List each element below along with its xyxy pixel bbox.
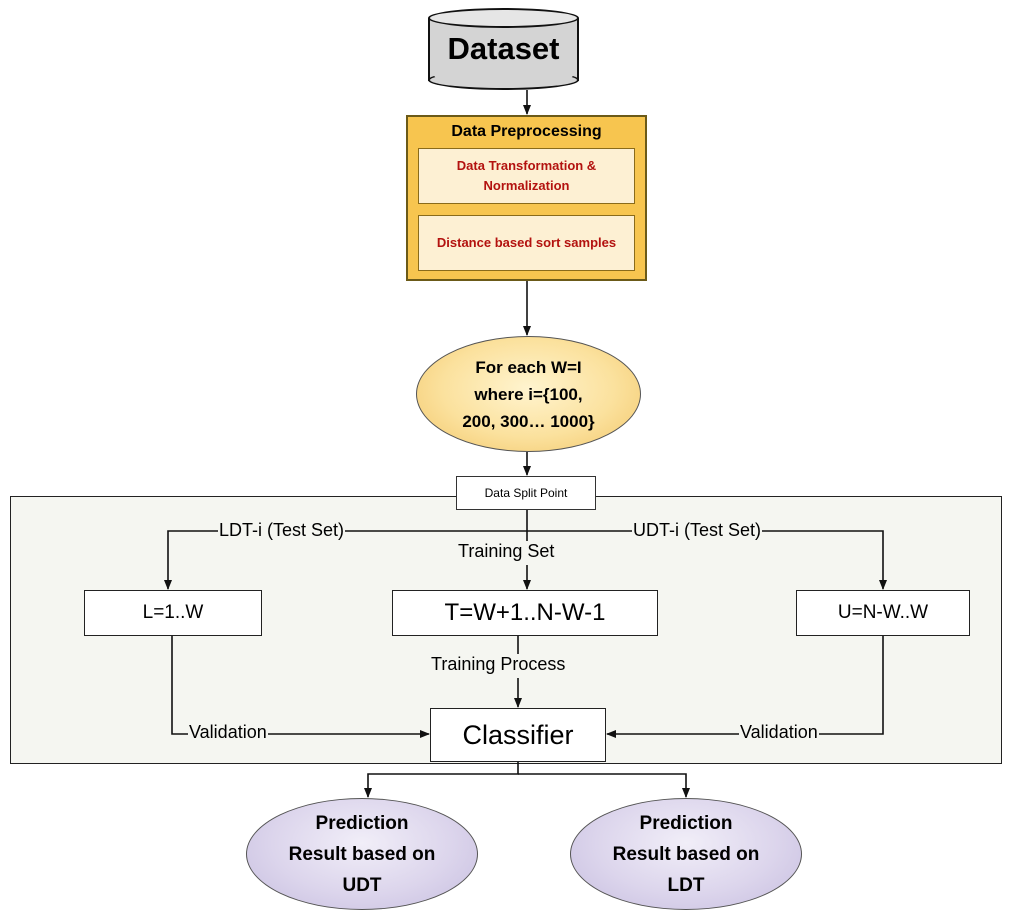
loop-line-2: where i={100, [474, 384, 583, 404]
prediction-ldt-line-3: LDT [667, 874, 705, 896]
distance-sort-step: Distance based sort samples [418, 215, 635, 271]
arrow-classifier-to-ldt-prediction [518, 773, 690, 798]
prediction-udt-node: Prediction Result based on UDT [246, 798, 478, 910]
prediction-udt-line-3: UDT [342, 874, 382, 896]
loop-line-3: 200, 300… 1000} [462, 411, 595, 431]
classifier-box: Classifier [430, 708, 606, 762]
window-loop-node: For each W=I where i={100, 200, 300… 100… [416, 336, 641, 452]
dataset-label: Dataset [447, 31, 560, 66]
prediction-ldt-line-1: Prediction [639, 812, 733, 834]
data-split-point: Data Split Point [456, 476, 596, 510]
preprocessing-title: Data Preprocessing [451, 123, 602, 140]
dataset-cylinder-top [428, 8, 579, 28]
ldt-range-box: L=1..W [84, 590, 262, 636]
udt-test-set-label: UDT-i (Test Set) [632, 520, 763, 544]
arrow-classifier-to-udt-prediction [364, 762, 519, 798]
ldt-test-set-label: LDT-i (Test Set) [218, 520, 346, 544]
training-set-label: Training Set [457, 541, 556, 565]
training-range-box: T=W+1..N-W-1 [392, 590, 658, 636]
prediction-udt-line-2: Result based on [288, 843, 436, 865]
validation-right-label: Validation [739, 722, 819, 746]
arrow-udt-validation [606, 636, 884, 738]
arrow-ldt-validation [171, 636, 430, 738]
transformation-step: Data Transformation & Normalization [418, 148, 635, 204]
dataset-cylinder-base [428, 70, 579, 90]
training-process-label: Training Process [430, 654, 567, 678]
prediction-udt-line-1: Prediction [315, 812, 409, 834]
udt-range-box: U=N-W..W [796, 590, 970, 636]
validation-left-label: Validation [188, 722, 268, 746]
prediction-ldt-node: Prediction Result based on LDT [570, 798, 802, 910]
prediction-ldt-line-2: Result based on [612, 843, 760, 865]
loop-line-1: For each W=I [475, 357, 582, 377]
arrow-split-to-ldt-box [164, 510, 528, 590]
